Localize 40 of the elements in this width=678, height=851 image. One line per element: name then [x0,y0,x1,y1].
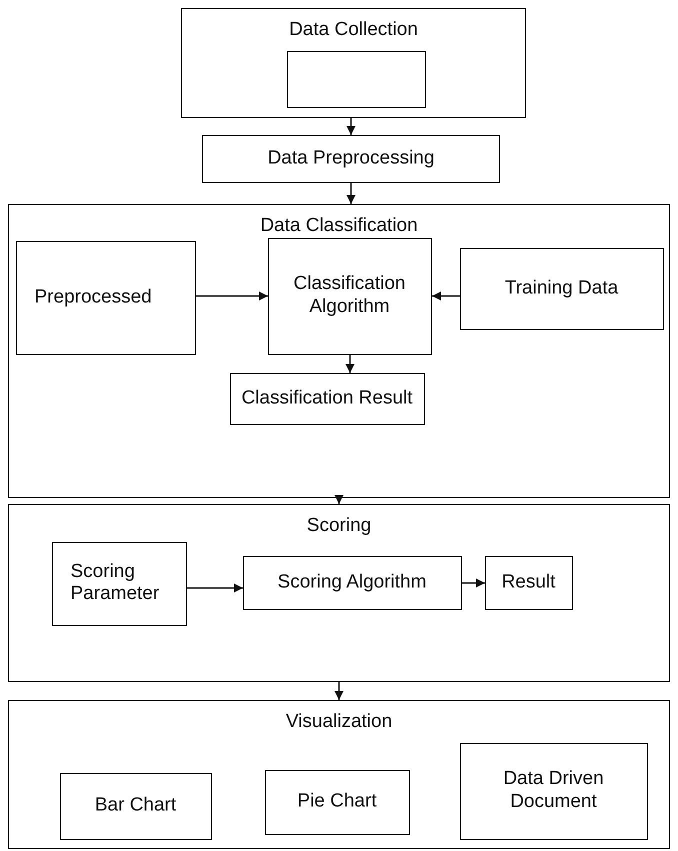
box-label: Classification Algorithm [292,273,406,319]
box-label: Bar Chart [94,794,178,818]
arrow [187,584,243,592]
process-box [230,372,424,424]
empty-box [286,50,426,108]
box-label: Scoring Algorithm [276,571,428,594]
process-box [460,742,648,840]
process-box [460,248,664,330]
box-label: Result [500,571,556,594]
process-box [52,542,186,626]
box-label: Scoring Parameter [70,560,160,606]
box-label: Preprocessed [34,286,153,309]
arrow [346,118,356,135]
box-label: Data Driven Document [502,768,605,814]
box-label: Data Classification [259,215,419,238]
arrow [334,682,344,700]
box-label: Data Collection [288,19,419,42]
box-label: Training Data [504,277,620,300]
process-box [268,238,432,354]
arrow [346,183,356,204]
process-box [264,770,410,834]
box-label: Scoring [306,515,372,538]
process-box [484,556,572,610]
box-label: Classification Result [240,387,414,410]
stage-panel [8,700,670,849]
process-box [242,556,462,610]
stage-panel [202,135,500,183]
arrow [346,355,354,373]
stage-panel [8,204,670,498]
box-label: Pie Chart [296,790,378,814]
process-box [16,240,196,354]
box-label: Visualization [284,711,394,734]
arrow [196,292,268,300]
arrow [462,578,485,588]
process-box [60,772,212,840]
arrow [432,292,460,300]
stage-panel [181,8,526,118]
box-label: Data Preprocessing [266,148,436,170]
arrow [334,495,344,504]
stage-panel [8,504,670,682]
